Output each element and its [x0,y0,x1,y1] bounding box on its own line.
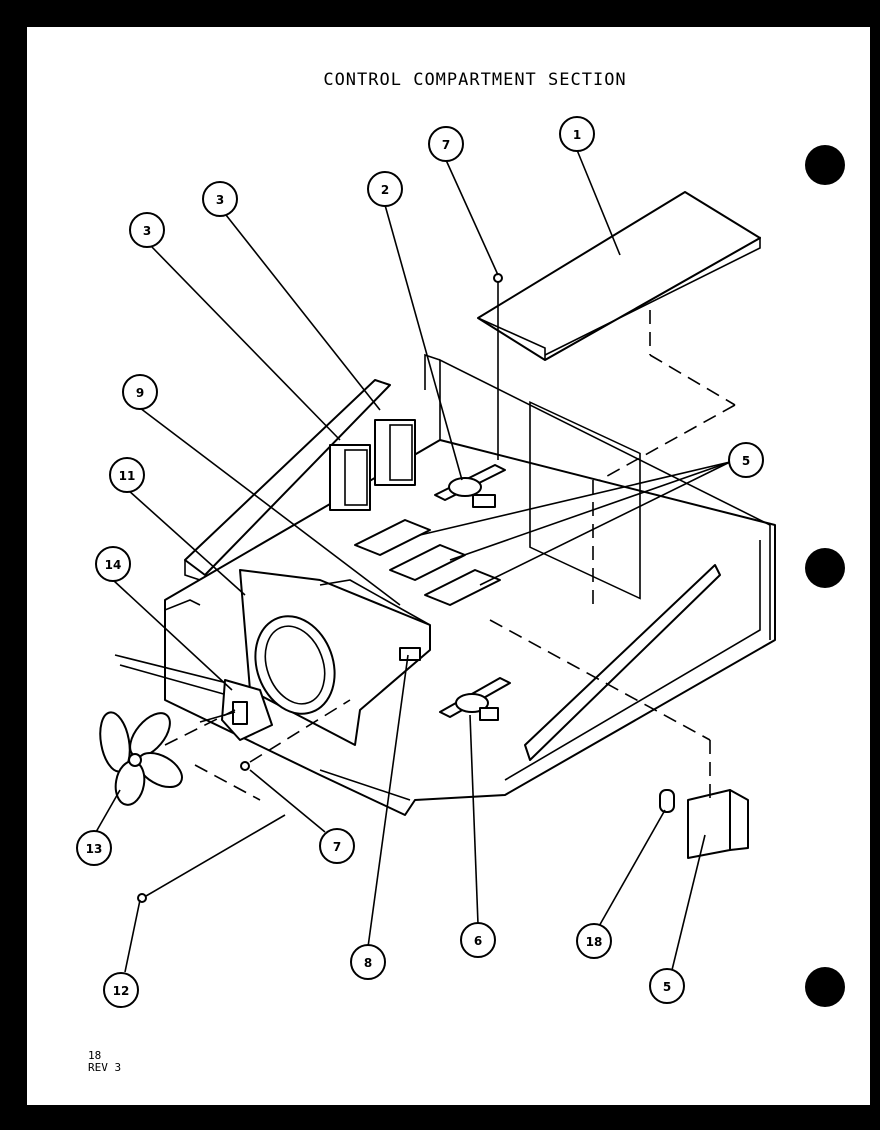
leader-lines [95,149,731,973]
thermostat-top [434,464,506,508]
thermostat-lower [439,677,511,721]
callout-6: 6 [460,922,496,958]
svg-text:8: 8 [364,956,372,970]
terminal-blocks [354,519,501,606]
svg-text:18: 18 [586,935,603,949]
callout-3-right: 3 [202,181,238,217]
callout-12: 12 [103,972,139,1008]
revision-label: REV 3 [88,1061,122,1074]
screw-top [493,273,503,460]
callout-5-top: 5 [728,442,764,478]
fan-motor [199,679,273,741]
svg-text:12: 12 [113,984,130,998]
callout-7-lower: 7 [319,828,355,864]
svg-text:14: 14 [105,558,122,572]
callout-8: 8 [350,944,386,980]
svg-text:11: 11 [119,469,136,483]
fan-shroud [239,569,431,746]
capacitor [659,789,675,813]
callout-9: 9 [122,374,158,410]
callout-3-left: 3 [129,212,165,248]
callout-13: 13 [76,830,112,866]
screw-bottom [137,814,286,903]
page-number: 18 [88,1049,102,1062]
svg-text:5: 5 [742,454,750,468]
callout-5-lower: 5 [649,968,685,1004]
page-title: CONTROL COMPARTMENT SECTION [323,70,627,90]
callout-7-top: 7 [428,126,464,162]
svg-text:5: 5 [663,980,671,994]
svg-text:7: 7 [442,138,450,152]
punch-hole-bottom [805,967,845,1007]
callout-2: 2 [367,171,403,207]
page-footer: 18 REV 3 [88,1050,121,1074]
callout-18: 18 [576,923,612,959]
punch-hole-top [805,145,845,185]
cover-panel [477,191,761,361]
punch-hole-middle [805,548,845,588]
callout-11: 11 [109,457,145,493]
svg-text:9: 9 [136,386,144,400]
svg-text:2: 2 [381,183,389,197]
svg-text:13: 13 [86,842,103,856]
fan-blade [99,711,183,806]
svg-text:7: 7 [333,840,341,854]
svg-text:3: 3 [143,224,151,238]
svg-text:6: 6 [474,934,482,948]
svg-text:3: 3 [216,193,224,207]
relay-right [374,419,416,486]
callout-1: 1 [559,116,595,152]
callout-14: 14 [95,546,131,582]
scan-edge [0,1108,880,1130]
relay-left [329,444,371,511]
screw-lower [240,699,351,771]
svg-text:1: 1 [573,128,581,142]
terminal-board [489,619,749,859]
